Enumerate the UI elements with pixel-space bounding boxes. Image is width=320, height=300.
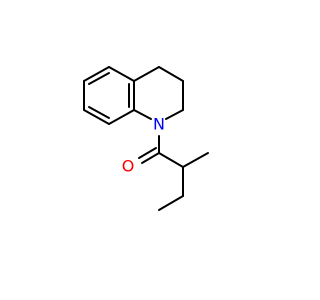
double-bond: [138, 147, 157, 159]
bond: [158, 195, 184, 211]
nitrogen-atom-label: N: [153, 115, 165, 134]
bond: [165, 109, 184, 120]
bond: [83, 66, 110, 82]
oxygen-atom-label: O: [122, 157, 135, 176]
bond: [133, 66, 160, 82]
bond: [133, 109, 152, 120]
bond: [182, 152, 209, 168]
skeletal-structure: N O: [83, 66, 209, 211]
bond: [158, 152, 184, 168]
bond: [108, 109, 135, 125]
double-bond: [141, 152, 160, 164]
bond: [158, 66, 184, 82]
bond: [108, 66, 135, 82]
aromatic-bond: [88, 72, 110, 85]
bond: [83, 109, 110, 125]
aromatic-bond: [88, 106, 110, 119]
molecule-diagram: N O: [83, 66, 209, 211]
